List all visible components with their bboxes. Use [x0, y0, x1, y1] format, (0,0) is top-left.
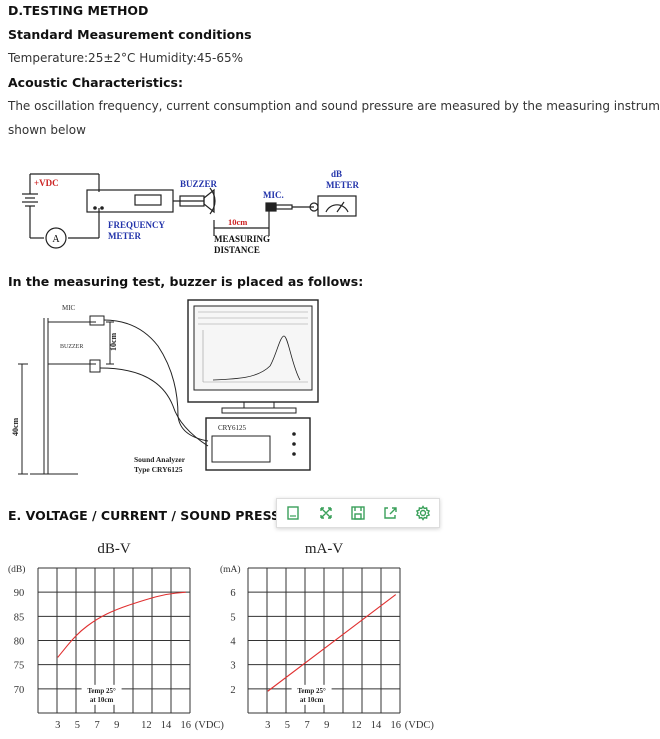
chart0-xlabel: (VDC) [195, 720, 225, 731]
chart0-xtick: 3 [55, 720, 60, 731]
mic-label: MIC. [263, 190, 284, 200]
chart0-xtick: 5 [75, 720, 80, 731]
chart0-note-2: at 10cm [90, 696, 114, 704]
acoustic-paragraph-line2: shown below [8, 123, 86, 137]
acoustic-heading: Acoustic Characteristics: [8, 75, 183, 90]
chart0-xtick: 7 [94, 720, 99, 731]
expand-icon[interactable] [316, 503, 336, 523]
buzzer-placement-illustration: MIC BUZZER 10cm 40cm CRY6125 Sound Analy… [11, 299, 319, 475]
chart0-xtick: 16 [181, 720, 192, 731]
placement-mic-label: MIC [62, 304, 76, 312]
chart1-ylabel: (mA) [220, 564, 241, 575]
save-icon[interactable] [348, 503, 368, 523]
chart1-xtick: 7 [304, 720, 309, 731]
db-label: dB [331, 169, 342, 179]
vdc-label: +VDC [34, 178, 59, 188]
chart1-note-1: Temp 25° [297, 687, 326, 695]
chart1-xtick: 14 [371, 720, 382, 731]
chart1-ytick: 2 [230, 685, 235, 696]
chart0-ytick: 75 [14, 661, 25, 672]
chart1-xtick: 5 [285, 720, 290, 731]
acoustic-paragraph-line1: The oscillation frequency, current consu… [8, 99, 660, 113]
placement-heading: In the measuring test, buzzer is placed … [8, 274, 364, 289]
distance-label-1: MEASURING [214, 234, 270, 244]
analyzer-device-label: CRY6125 [218, 424, 247, 432]
freq-meter-label-2: METER [108, 231, 142, 241]
chart1-note-2: at 10cm [300, 696, 324, 704]
chart0-ytick: 80 [14, 637, 25, 648]
distance-label-2: DISTANCE [214, 245, 260, 255]
section-e-title: E. VOLTAGE / CURRENT / SOUND PRESSURE [8, 508, 309, 523]
chart0-ylabel: (dB) [8, 564, 25, 575]
distance-value: 10cm [228, 217, 247, 227]
db-meter-label: METER [326, 180, 360, 190]
chart0-series-line [57, 591, 186, 658]
chart0-ytick: 90 [14, 588, 25, 599]
db-v-chart: dB-V (dB) 90 85 80 75 70 3 5 7 9 12 14 16(VDC) Temp 25… [8, 541, 225, 731]
ma-v-chart: mA-V (mA) 6 5 4 3 2 3 5 7 9 12 14 16(VDC) Temp 25°at 1… [220, 541, 435, 731]
chart0-note-1: Temp 25° [87, 687, 116, 695]
buzzer-label: BUZZER [180, 179, 218, 189]
analyzer-label-2: Type CRY6125 [134, 465, 183, 474]
chart1-ytick: 5 [230, 612, 235, 623]
measuring-circuit-diagram: A +VDC FREQUENCY METER BUZZER MIC. dB ME… [22, 169, 360, 255]
chart1-ytick: 4 [230, 637, 236, 648]
image-toolbar [276, 498, 440, 528]
settings-icon[interactable] [413, 503, 433, 523]
placement-40cm: 40cm [11, 417, 20, 436]
chart0-note-bg [81, 684, 122, 705]
analyzer-label-1: Sound Analyzer [134, 455, 186, 464]
chart1-xlabel: (VDC) [405, 720, 435, 731]
chart0-xtick: 12 [141, 720, 152, 731]
chart1-ytick: 6 [230, 588, 235, 599]
share-icon[interactable] [380, 503, 400, 523]
chart0-ytick: 70 [14, 685, 25, 696]
ammeter-label: A [52, 234, 60, 245]
chart1-xtick: 12 [351, 720, 362, 731]
chart1-title: mA-V [305, 541, 343, 557]
placement-10cm: 10cm [109, 332, 118, 351]
chart1-xtick: 3 [265, 720, 270, 731]
section-title-testing-method: D.TESTING METHOD [8, 3, 149, 18]
chart1-note-bg [291, 684, 332, 705]
document-icon[interactable] [283, 503, 303, 523]
chart0-xtick: 9 [114, 720, 119, 731]
chart0-ytick: 85 [14, 612, 25, 623]
measurement-conditions-heading: Standard Measurement conditions [8, 27, 252, 42]
chart1-xtick: 16 [391, 720, 402, 731]
chart0-xtick: 14 [161, 720, 172, 731]
chart0-title: dB-V [97, 541, 131, 557]
chart1-ytick: 3 [230, 661, 235, 672]
placement-buzzer-label: BUZZER [60, 344, 83, 350]
measurement-conditions-text: Temperature:25±2°C Humidity:45-65% [8, 51, 244, 65]
chart1-series-line [267, 594, 397, 692]
chart1-xtick: 9 [324, 720, 329, 731]
freq-meter-label-1: FREQUENCY [108, 220, 166, 230]
